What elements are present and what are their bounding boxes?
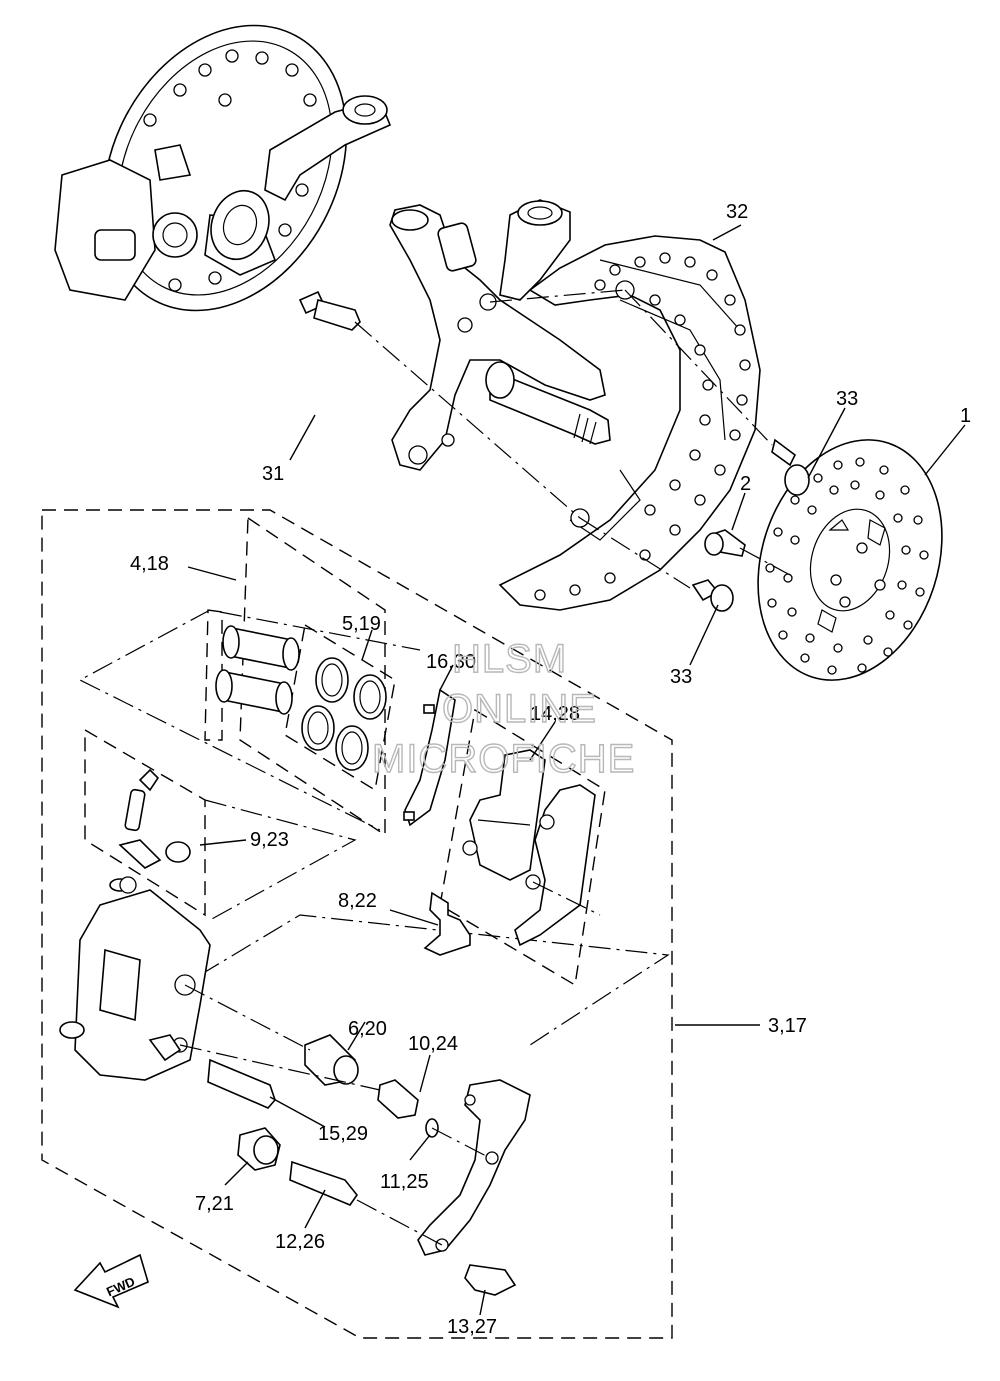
steering-knuckle <box>389 199 611 471</box>
callout-16-30: 16,30 <box>426 651 476 673</box>
pad-support <box>423 891 471 956</box>
caliper-assembly-boundary <box>41 509 673 1339</box>
callout-5-19: 5,19 <box>342 613 381 635</box>
piston-group <box>204 609 223 741</box>
brake-disc-guard <box>498 235 761 611</box>
perspective-planes <box>78 609 670 1046</box>
callout-labels: 32 33 1 2 31 33 4,18 5,19 16,30 14,28 9,… <box>130 201 971 1338</box>
bleed-kit-boundary <box>84 728 206 917</box>
brake-pads <box>462 749 596 947</box>
pistons <box>215 625 300 715</box>
callout-12-26: 12,26 <box>275 1231 325 1253</box>
watermark-line3: MICROFICHE <box>372 737 635 781</box>
callout-14-28: 14,28 <box>530 703 580 725</box>
callout-31: 31 <box>262 463 284 485</box>
callout-7-21: 7,21 <box>195 1193 234 1215</box>
callout-1: 1 <box>960 405 971 427</box>
lower-assembly-lines <box>179 881 601 1246</box>
pad-kit-boundary <box>439 708 606 987</box>
callout-10-24: 10,24 <box>408 1033 458 1055</box>
callout-2: 2 <box>740 473 751 495</box>
watermark: HLSM ONLINE MICROFICHE <box>371 636 635 781</box>
callout-33-lower: 33 <box>670 666 692 688</box>
assembly-lines <box>354 289 791 589</box>
callout-15-29: 15,29 <box>318 1123 368 1145</box>
caliper-bolts-and-pins <box>207 1034 517 1296</box>
screw-33-lower <box>691 579 734 612</box>
bolt-2 <box>704 529 746 557</box>
watermark-line1: HLSM <box>452 637 567 681</box>
callout-32: 32 <box>726 201 748 223</box>
bolt-31 <box>298 290 361 331</box>
bleed-screw <box>118 768 191 894</box>
fwd-arrow: FWD <box>73 1253 149 1309</box>
caliper-bracket <box>417 1079 531 1256</box>
piston-seals <box>301 657 387 771</box>
callout-8-22: 8,22 <box>338 890 377 912</box>
pad-spring <box>403 688 456 827</box>
callout-9-23: 9,23 <box>250 829 289 851</box>
watermark-line2: ONLINE <box>442 687 597 731</box>
assembled-hub-overview <box>54 24 392 312</box>
callout-4-18: 4,18 <box>130 553 169 575</box>
callout-33-upper: 33 <box>836 388 858 410</box>
brake-disc <box>757 439 943 681</box>
piston-kit-boundary <box>239 516 386 837</box>
leader-lines <box>187 224 966 1316</box>
caliper-body <box>59 878 211 1081</box>
callout-11-25: 11,25 <box>380 1171 429 1193</box>
screw-33-upper <box>771 438 810 496</box>
callout-6-20: 6,20 <box>348 1018 387 1040</box>
callout-13-27: 13,27 <box>447 1316 497 1338</box>
callout-3-17: 3,17 <box>768 1015 807 1037</box>
